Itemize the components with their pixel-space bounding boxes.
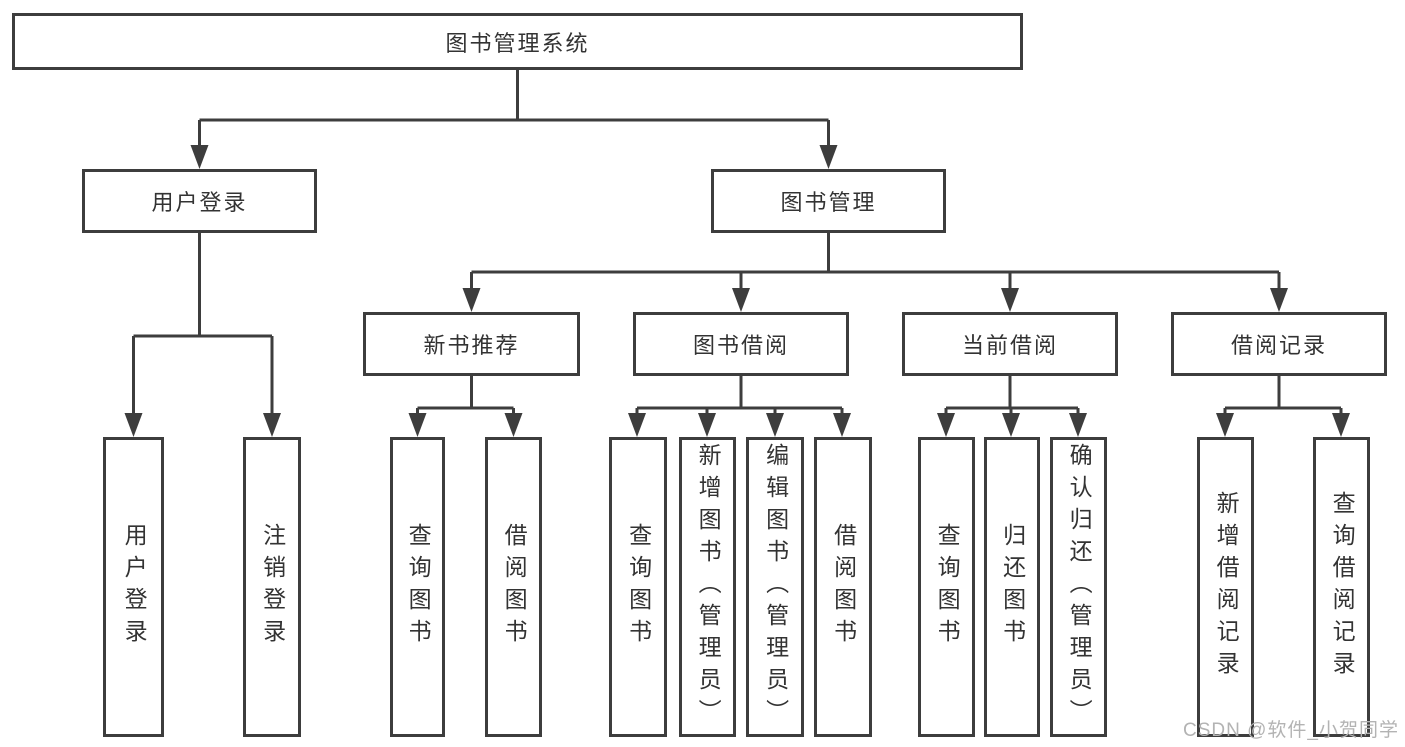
node-nb-borrow-books: 借阅图书	[485, 437, 542, 737]
node-label: 查询借阅记录	[1329, 491, 1356, 683]
connector-new-book-children	[416, 376, 515, 415]
node-cb-return-books: 归还图书	[984, 437, 1040, 737]
node-new-book-recommend: 新书推荐	[363, 312, 580, 376]
node-book-borrow: 图书借阅	[633, 312, 849, 376]
node-label: 查询图书	[405, 523, 432, 651]
node-bb-borrow-books: 借阅图书	[814, 437, 872, 737]
node-label: 借阅图书	[501, 523, 528, 651]
node-label: 注销登录	[259, 523, 286, 651]
node-book-management: 图书管理	[711, 169, 946, 233]
node-cb-query-books: 查询图书	[918, 437, 975, 737]
node-nb-query-books: 查询图书	[390, 437, 445, 737]
connector-root-to-level2	[198, 70, 830, 147]
connector-borrow-records-children	[1223, 376, 1343, 415]
node-bb-edit-books-admin: 编辑图书（管理员）	[746, 437, 804, 737]
node-borrow-records: 借阅记录	[1171, 312, 1387, 376]
arrowheads	[124, 145, 1350, 437]
node-label: 编辑图书（管理员）	[762, 443, 789, 731]
node-label: 借阅图书	[830, 523, 857, 651]
node-label: 查询图书	[625, 523, 652, 651]
node-user-login: 用户登录	[82, 169, 317, 233]
node-bb-add-books-admin: 新增图书（管理员）	[679, 437, 736, 737]
node-user-login-leaf: 用户登录	[103, 437, 164, 737]
connector-book-mgmt-children	[470, 233, 1281, 290]
node-br-query-record: 查询借阅记录	[1313, 437, 1370, 737]
csdn-watermark: CSDN @软件_小贺同学	[1183, 720, 1399, 741]
node-br-add-record: 新增借阅记录	[1197, 437, 1254, 737]
connector-book-borrow-children	[635, 376, 844, 415]
node-current-borrow: 当前借阅	[902, 312, 1118, 376]
node-label: 归还图书	[999, 523, 1026, 651]
node-label: 查询图书	[934, 523, 961, 651]
node-label: 新增图书（管理员）	[695, 443, 722, 731]
connector-current-borrow-children	[944, 376, 1080, 415]
node-bb-query-books: 查询图书	[609, 437, 667, 737]
node-cb-confirm-return-admin: 确认归还（管理员）	[1050, 437, 1107, 737]
node-root: 图书管理系统	[12, 13, 1023, 70]
node-label: 确认归还（管理员）	[1066, 443, 1093, 731]
node-label: 用户登录	[121, 523, 148, 651]
node-logout: 注销登录	[243, 437, 301, 737]
node-label: 新增借阅记录	[1213, 491, 1240, 683]
connector-user-login-children	[132, 233, 274, 415]
